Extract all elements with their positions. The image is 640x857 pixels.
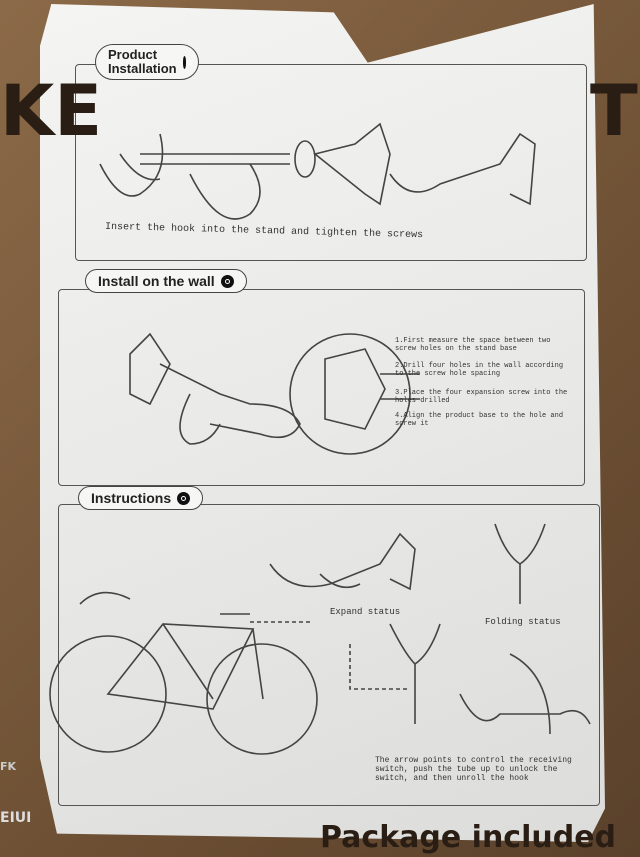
wall-step-1: 1.First measure the space between two sc… — [395, 337, 551, 353]
box-print-left: KE — [0, 70, 103, 152]
install-wall-panel — [58, 289, 585, 486]
box-print-right: T — [590, 70, 638, 152]
instruction-sheet: Product Installation Insert the hook int… — [40, 4, 605, 842]
section-title-instructions: Instructions — [78, 486, 204, 510]
box-print-bottom: Package included — [320, 820, 617, 855]
section-marker-icon — [182, 55, 193, 69]
section-title-text: Instructions — [91, 490, 172, 506]
wall-mount-illustration — [129, 332, 420, 455]
section-title-text: Product Installation — [108, 47, 177, 76]
wall-step-3: 3.Place the four expansion screw into th… — [395, 389, 568, 405]
expand-status-label: Expand status — [330, 607, 401, 617]
section-marker-icon — [177, 491, 191, 505]
box-print-side: FK — [0, 760, 17, 773]
section-title-product-installation: Product Installation — [95, 44, 199, 80]
section-marker-icon — [220, 274, 234, 288]
wall-step-2: 2.Drill four holes in the wall according… — [395, 362, 564, 378]
section-title-text: Install on the wall — [98, 273, 215, 289]
folding-status-label: Folding status — [485, 617, 561, 627]
instructions-panel — [58, 504, 600, 806]
unlock-instruction-note: The arrow points to control the receivin… — [375, 756, 572, 783]
hook-insertion-illustration — [99, 122, 536, 220]
product-installation-panel — [75, 64, 587, 261]
bike-and-hook-illustration — [49, 523, 591, 755]
wall-step-4: 4.Align the product base to the hole and… — [395, 412, 564, 428]
section-title-install-wall: Install on the wall — [85, 269, 247, 293]
box-print-bottom-left: EIUI — [0, 810, 32, 826]
